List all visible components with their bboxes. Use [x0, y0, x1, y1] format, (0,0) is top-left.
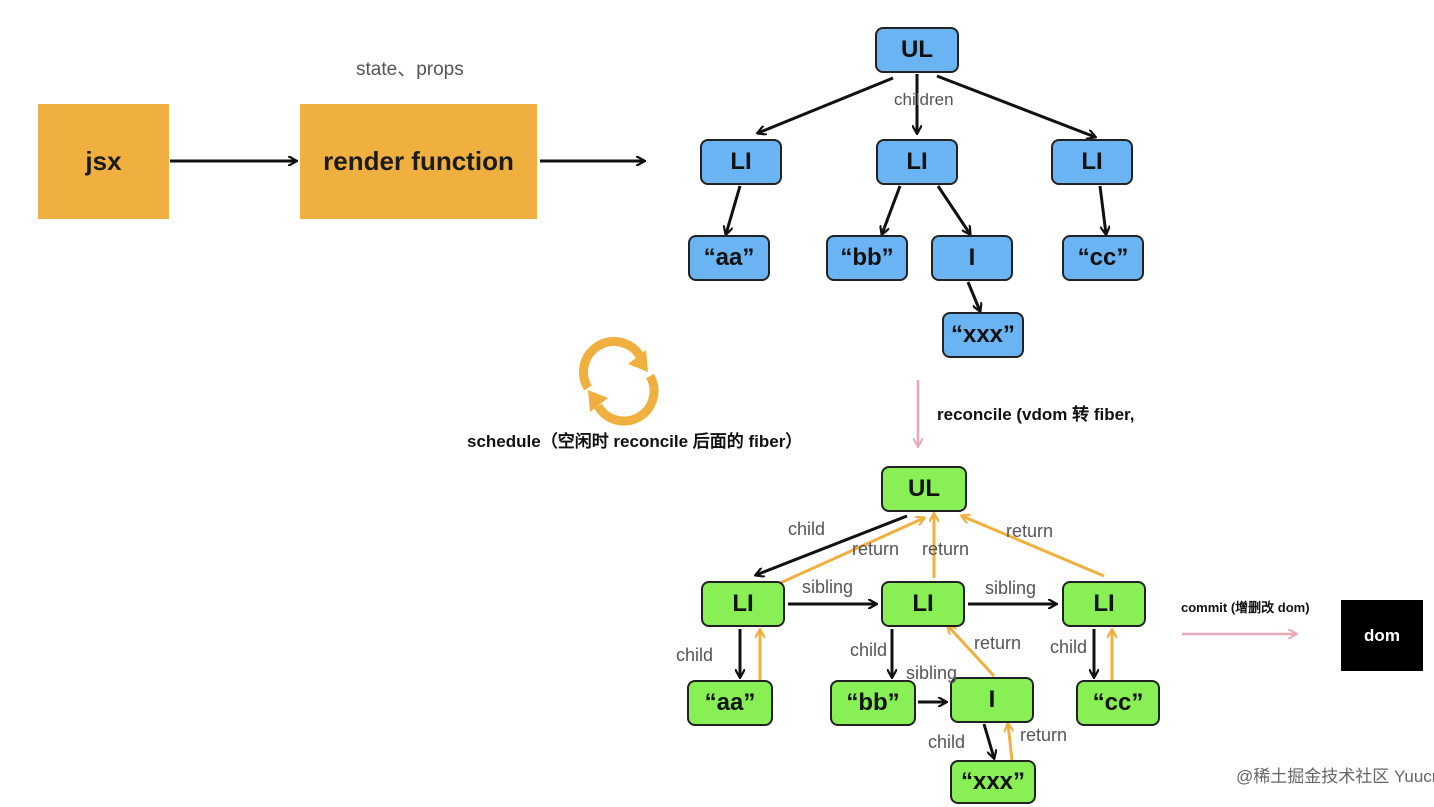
vdom-node-ul: UL	[875, 27, 959, 73]
fiber-node-bb: “bb”	[830, 680, 916, 726]
edge-label-return-xxx-i: return	[1020, 725, 1068, 745]
edge-label-return-li3-ul: return	[1006, 521, 1054, 541]
dom-box: dom	[1341, 600, 1423, 671]
fiber-child-ul-li1	[756, 514, 908, 575]
fiber-return-xxx-i	[1008, 724, 1012, 761]
edge-label-return-li2-ul: return	[922, 539, 970, 559]
fiber-return-li1-ul	[777, 518, 924, 586]
vdom-node-bb: “bb”	[826, 235, 908, 281]
render-function-box: render function	[300, 104, 537, 219]
fiber-node-i: I	[950, 677, 1034, 723]
edge-label-return-i-li2: return	[974, 633, 1022, 653]
vdom-edge-li3-cc	[1098, 185, 1106, 234]
fiber-return-li3-ul	[962, 516, 1105, 578]
edge-label-child-li1-aa: child	[676, 645, 714, 665]
vdom-node-cc: “cc”	[1062, 235, 1144, 281]
vdom-node-xxx: “xxx”	[942, 312, 1024, 358]
schedule-label: schedule（空闲时 reconcile 后面的 fiber）	[467, 432, 803, 451]
reconcile-label: reconcile (vdom 转 fiber,	[937, 405, 1135, 424]
edge-label-child-li3-cc: child	[1050, 637, 1088, 657]
fiber-node-li-1: LI	[701, 581, 785, 627]
vdom-edge-li2-i	[936, 185, 970, 234]
edge-label-child-li2-bb: child	[850, 640, 888, 660]
refresh-icon	[579, 336, 659, 426]
vdom-node-aa: “aa”	[688, 235, 770, 281]
vdom-edge-li1-aa	[726, 185, 742, 234]
vdom-edge-ul-li3	[936, 74, 1095, 137]
edge-label-sibling-bb-i: sibling	[906, 663, 958, 683]
children-label: children	[894, 90, 954, 109]
edge-label-sibling-li2-li3: sibling	[985, 578, 1037, 598]
fiber-node-cc: “cc”	[1076, 680, 1160, 726]
vdom-edge-li2-bb	[882, 185, 902, 234]
fiber-child-i-xxx	[982, 723, 994, 758]
vdom-node-li-1: LI	[700, 139, 782, 185]
vdom-node-li-2: LI	[876, 139, 958, 185]
fiber-node-ul: UL	[881, 466, 967, 512]
watermark: @稀土掘金技术社区 Yuucn.com	[1236, 767, 1434, 786]
commit-label: commit (增删改 dom)	[1181, 600, 1310, 615]
vdom-edge-i-xxx	[966, 281, 980, 311]
fiber-node-li-3: LI	[1062, 581, 1146, 627]
fiber-return-i-li2	[948, 626, 996, 678]
fiber-node-xxx: “xxx”	[950, 760, 1036, 804]
vdom-node-i: I	[931, 235, 1013, 281]
state-props-label: state、props	[356, 59, 464, 80]
vdom-edge-ul-li1	[758, 76, 894, 133]
edge-label-child-ul-li1: child	[788, 519, 826, 539]
edge-label-child-i-xxx: child	[928, 732, 966, 752]
vdom-node-li-3: LI	[1051, 139, 1133, 185]
fiber-node-li-2: LI	[881, 581, 965, 627]
edge-label-return-li1-ul: return	[852, 539, 900, 559]
edge-label-sibling-li1-li2: sibling	[802, 577, 854, 597]
jsx-box: jsx	[38, 104, 169, 219]
fiber-node-aa: “aa”	[687, 680, 773, 726]
